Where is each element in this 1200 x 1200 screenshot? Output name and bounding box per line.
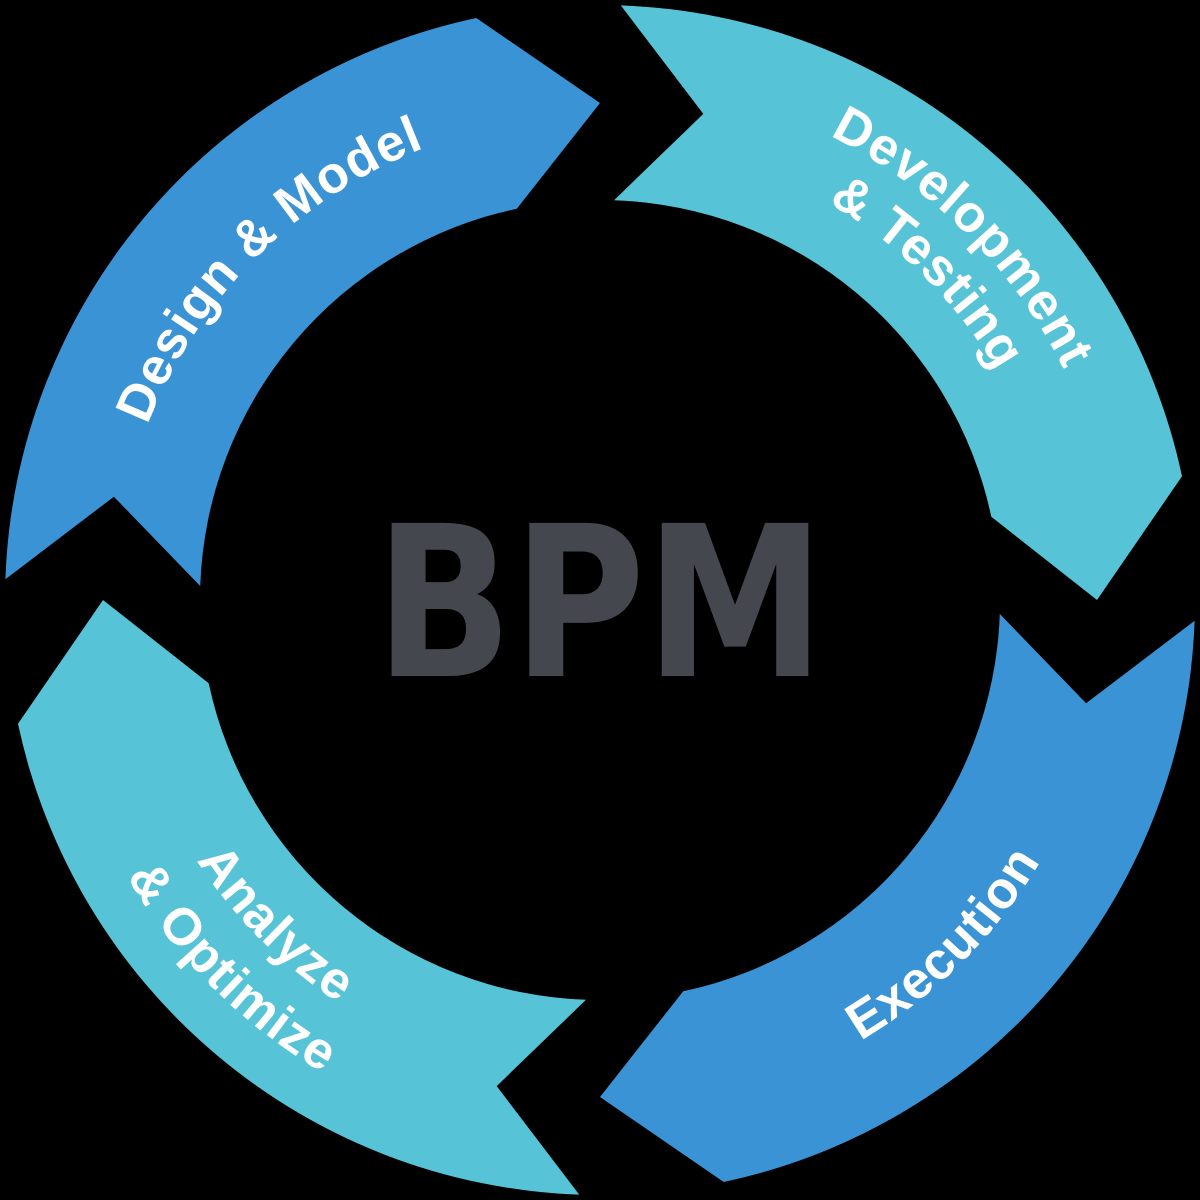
center-label: BPM (375, 481, 825, 726)
arrow-analyze-optimize (18, 600, 586, 1195)
arrow-execution (600, 614, 1195, 1182)
arrow-development-testing (614, 5, 1182, 600)
arrow-design-model (5, 18, 600, 586)
